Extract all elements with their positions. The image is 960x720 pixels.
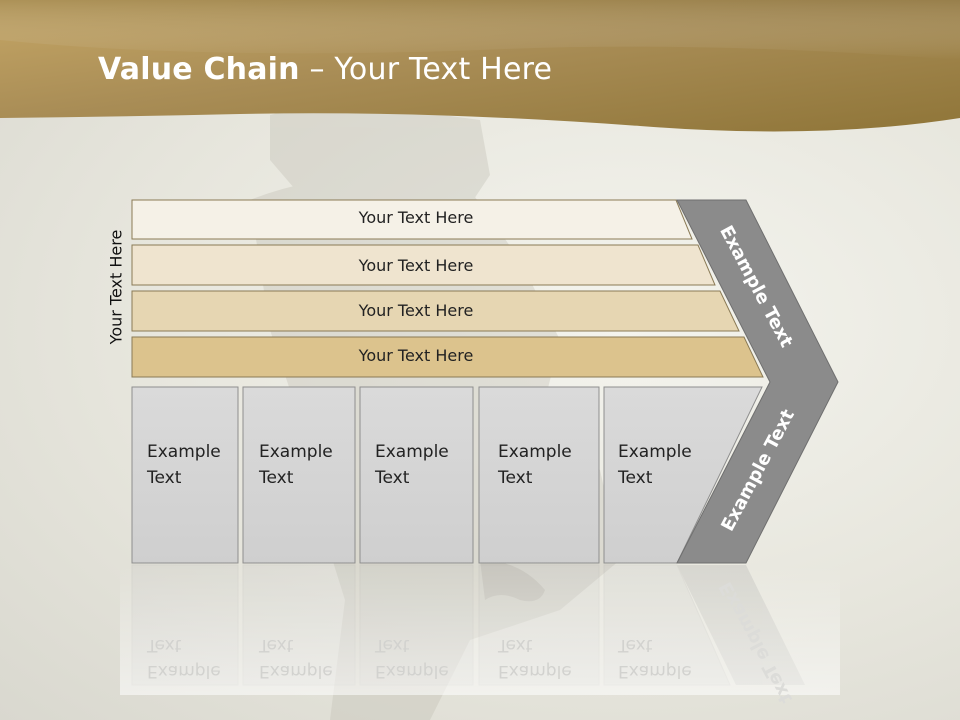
activity-box-5-label: Example Text bbox=[618, 439, 718, 491]
support-bar-4 bbox=[131, 336, 764, 378]
activity-box-5-line1: Example bbox=[618, 442, 692, 462]
activity-box-4 bbox=[478, 386, 600, 564]
activity-box-3-line1: Example bbox=[375, 442, 449, 462]
activity-box-1-line1: Example bbox=[147, 442, 221, 462]
support-bar-2-label: Your Text Here bbox=[358, 256, 474, 275]
activity-box-3 bbox=[359, 386, 474, 564]
support-bar-3-label: Your Text Here bbox=[358, 301, 474, 320]
support-bar-3 bbox=[131, 290, 740, 332]
activity-box-3-line2: Text bbox=[375, 468, 410, 488]
activity-box-2 bbox=[242, 386, 356, 564]
activity-box-3-label: Example Text bbox=[375, 439, 475, 491]
activity-box-4-line1: Example bbox=[498, 442, 572, 462]
title-bold: Value Chain bbox=[98, 52, 300, 87]
activity-box-5-line2: Text bbox=[618, 468, 653, 488]
slide-title: Value Chain – Your Text Here bbox=[98, 52, 552, 87]
support-bar-2 bbox=[131, 244, 716, 286]
title-rest: – Your Text Here bbox=[299, 52, 553, 87]
activity-box-4-line2: Text bbox=[498, 468, 533, 488]
activity-box-1-line2: Text bbox=[147, 468, 182, 488]
support-bar-1-label: Your Text Here bbox=[358, 208, 474, 227]
header-band bbox=[0, 0, 960, 132]
support-bar-4-label: Your Text Here bbox=[358, 346, 474, 365]
activity-box-2-label: Example Text bbox=[259, 439, 359, 491]
margin-chevron bbox=[676, 199, 839, 564]
activity-box-2-line1: Example bbox=[259, 442, 333, 462]
support-bar-1 bbox=[131, 199, 693, 240]
activity-box-1-label: Example Text bbox=[147, 439, 247, 491]
side-label: Your Text Here bbox=[106, 229, 126, 345]
activity-box-4-label: Example Text bbox=[498, 439, 598, 491]
activity-box-2-line2: Text bbox=[259, 468, 294, 488]
activity-box-1 bbox=[131, 386, 239, 564]
